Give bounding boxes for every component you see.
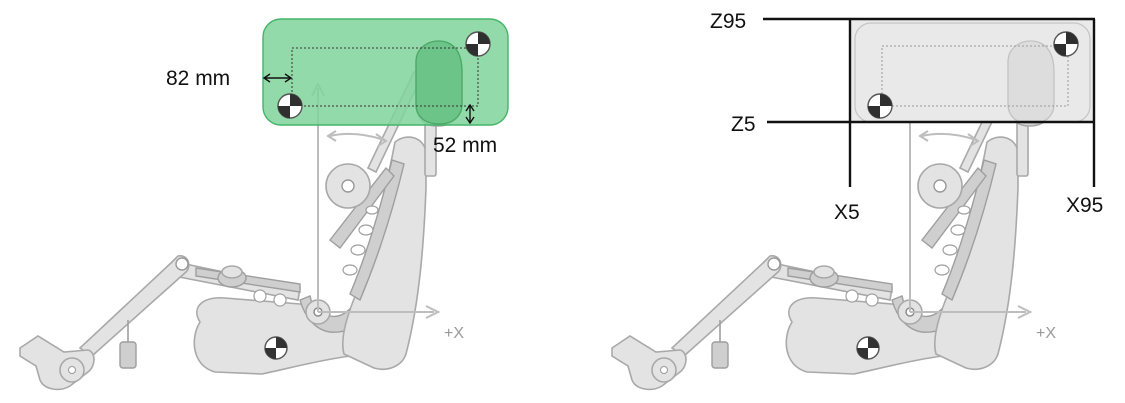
x-axis-label-right: +X xyxy=(1036,325,1056,342)
dim-arrow-horizontal xyxy=(262,73,293,83)
label-z95: Z95 xyxy=(710,10,746,33)
dim-label-82mm: 82 mm xyxy=(166,67,230,90)
inner-dotted-rect xyxy=(291,47,479,107)
dim-label-52mm: 52 mm xyxy=(433,134,497,157)
headrest-in-zone xyxy=(415,40,463,125)
target-mark-right-lower xyxy=(867,93,893,119)
right-panel: +X Z95 Z5 X5 X95 xyxy=(611,10,1103,391)
headrest-grey xyxy=(1007,40,1055,125)
x-axis-label-left: +X xyxy=(444,325,464,342)
left-panel: +X 82 mm 52 mm xyxy=(19,18,509,391)
target-mark-upper-right xyxy=(465,31,491,57)
target-mark-lower-left xyxy=(277,93,303,119)
label-z5: Z5 xyxy=(731,113,756,136)
label-x95: X95 xyxy=(1066,194,1103,217)
inner-dotted-rect-right xyxy=(881,45,1069,107)
dim-arrow-vertical xyxy=(465,103,475,125)
target-mark-right-upper xyxy=(1053,31,1079,57)
label-x5: X5 xyxy=(834,201,860,224)
